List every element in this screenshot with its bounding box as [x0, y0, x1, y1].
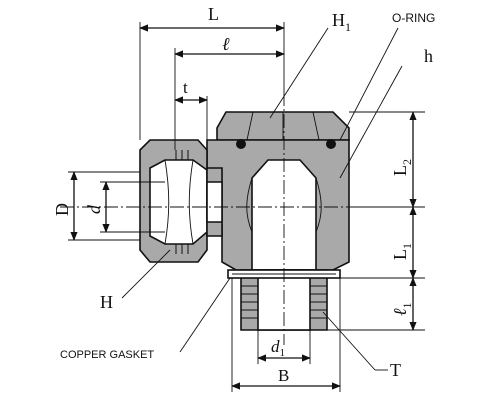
dim-D — [68, 171, 140, 241]
label-H1: H1 — [332, 10, 351, 34]
label-T: T — [390, 360, 401, 380]
label-H: H — [100, 292, 113, 312]
label-t: t — [183, 78, 188, 97]
leader-H1 — [269, 27, 329, 119]
label-d1: d1 — [271, 337, 285, 359]
leader-H — [121, 249, 171, 299]
label-copper-gasket: COPPER GASKET — [60, 349, 154, 361]
leader-h — [339, 65, 403, 179]
o-ring-left — [236, 139, 246, 149]
label-o-ring: O-RING — [392, 11, 435, 25]
label-L1: L1 — [390, 243, 414, 260]
leader-T — [322, 311, 376, 371]
label-D: D — [52, 203, 72, 216]
leader-copper-gasket — [179, 277, 231, 353]
side-nut — [139, 139, 223, 263]
label-d: d — [84, 204, 104, 214]
nut-threads — [175, 150, 189, 254]
label-B: B — [278, 366, 289, 385]
label-ell: ℓ — [222, 34, 230, 54]
dim-B — [231, 278, 341, 392]
dim-right-stack — [327, 111, 425, 331]
label-ell1: ℓ1 — [390, 303, 414, 317]
dim-d1 — [257, 330, 311, 364]
fitting-body — [206, 111, 350, 331]
nut-sleeve — [149, 159, 208, 245]
dim-d — [100, 181, 165, 233]
o-ring-right — [326, 139, 336, 149]
label-L: L — [208, 4, 219, 24]
label-h: h — [424, 46, 433, 66]
leader-o-ring — [339, 27, 399, 141]
label-L2: L2 — [390, 159, 414, 176]
dim-t — [174, 96, 208, 140]
